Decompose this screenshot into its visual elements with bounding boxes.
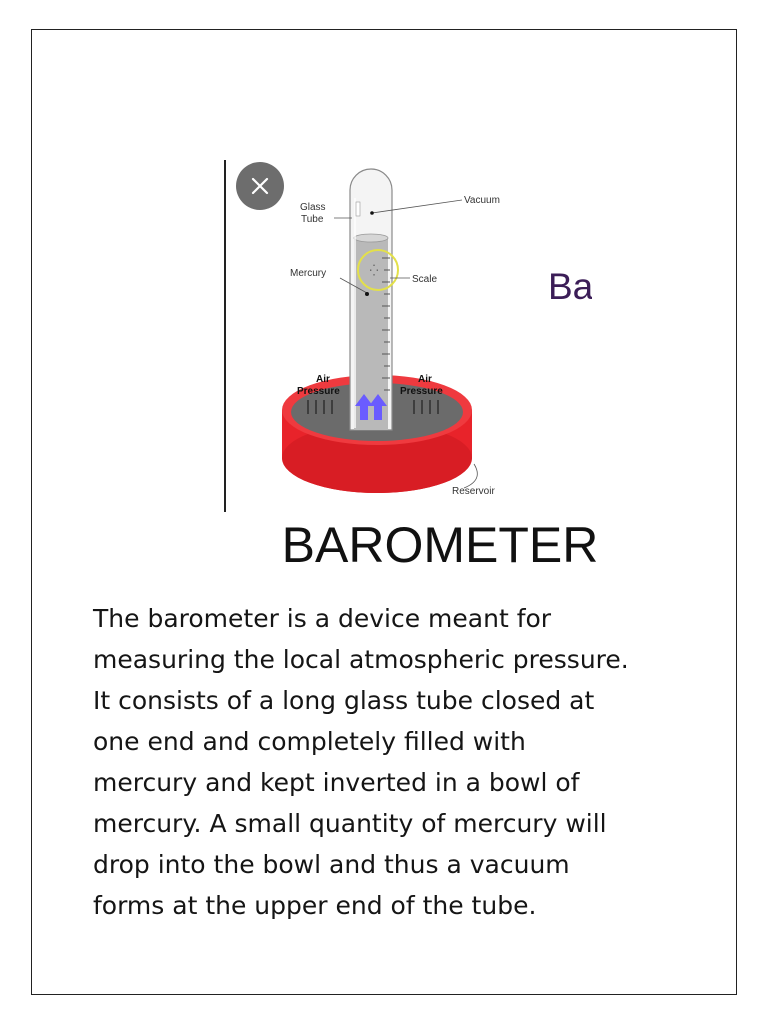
barometer-diagram: ⁛ Glass Tube Vacuum Mercury Scale Air Pr… [282,168,500,497]
label-air-right-1: Air [418,374,432,385]
figure-left-rule [224,160,226,512]
label-air-right-2: Pressure [400,386,443,397]
body-line: one end and completely filled with [93,727,526,756]
label-scale: Scale [412,274,437,285]
label-air-left-1: Air [316,374,330,385]
label-air-left-2: Pressure [297,386,340,397]
label-vacuum: Vacuum [464,195,500,206]
close-button[interactable] [236,162,284,210]
label-glass-tube-line1: Glass [300,202,326,213]
body-line: mercury. A small quantity of mercury wil… [93,809,607,838]
body-line: mercury and kept inverted in a bowl of [93,768,580,797]
label-mercury: Mercury [290,268,326,279]
body-line: It consists of a long glass tube closed … [93,686,595,715]
barometer-figure: ⁛ Glass Tube Vacuum Mercury Scale Air Pr… [224,158,600,514]
body-line: forms at the upper end of the tube. [93,891,537,920]
body-line: drop into the bowl and thus a vacuum [93,850,570,879]
body-paragraph: The barometer is a device meant for meas… [93,598,693,926]
glass-tube [349,168,393,431]
highlight-circle [357,249,399,291]
body-line: The barometer is a device meant for [93,604,552,633]
body-line: measuring the local atmospheric pressure… [93,645,629,674]
svg-text:⁛: ⁛ [370,264,379,277]
truncated-side-text: Ba [548,266,592,307]
label-reservoir: Reservoir [452,486,495,497]
page-title: BAROMETER [281,517,599,573]
pressure-arrows [355,394,387,420]
label-glass-tube-line2: Tube [301,214,324,225]
close-icon [251,177,269,195]
